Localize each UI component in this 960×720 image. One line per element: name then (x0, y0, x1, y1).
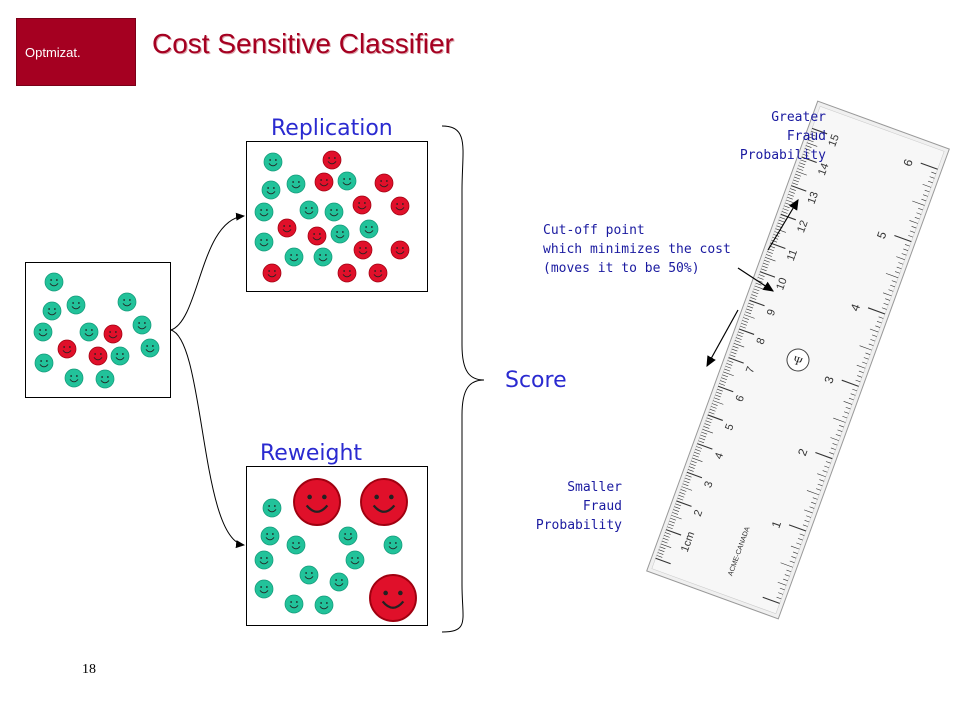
legit-face-icon (345, 550, 365, 570)
ruler-cm-label: 14 (816, 162, 831, 178)
connector-to-replication (170, 212, 245, 331)
arrow-cutoff (737, 267, 775, 292)
ruler-inch-label: 4 (848, 302, 864, 313)
ruler-cm-label: 12 (795, 219, 810, 235)
score-brace (441, 125, 485, 633)
legit-face-icon (299, 200, 319, 220)
legit-face-icon (261, 180, 281, 200)
legit-face-icon (383, 535, 403, 555)
legit-face-icon (33, 322, 53, 342)
legit-face-icon (254, 550, 274, 570)
ruler-cm-label: 6 (734, 394, 747, 404)
replication-label: Replication (271, 116, 393, 141)
ruler-inch-label: 5 (874, 229, 890, 240)
legit-face-icon (284, 247, 304, 267)
legit-face-icon (66, 295, 86, 315)
legit-face-icon (79, 322, 99, 342)
legit-face-icon (34, 353, 54, 373)
legit-face-icon (338, 526, 358, 546)
section-badge: Optmizat. (16, 18, 136, 86)
page-number: 18 (82, 662, 96, 677)
fraud-face-icon (390, 240, 410, 260)
legit-face-icon (260, 526, 280, 546)
fraud-face-icon (390, 196, 410, 216)
legit-face-icon (263, 152, 283, 172)
legit-face-icon (140, 338, 160, 358)
fraud-face-icon (374, 173, 394, 193)
ruler-cm-label: 11 (785, 248, 800, 263)
legit-face-icon (286, 535, 306, 555)
legit-face-icon (299, 565, 319, 585)
fraud-face-icon (262, 263, 282, 283)
ruler-cm-label: 4 (713, 451, 726, 461)
ruler-inch-label: 6 (900, 157, 916, 168)
legit-face-icon (330, 224, 350, 244)
fraud-face-icon (307, 226, 327, 246)
connector-to-reweight (170, 329, 245, 549)
large-fraud-face-icon (369, 574, 417, 622)
arrow-greater (767, 198, 799, 251)
arrow-smaller (706, 309, 739, 368)
ruler-cm-label: 9 (765, 308, 778, 318)
legit-face-icon (262, 498, 282, 518)
fraud-face-icon (368, 263, 388, 283)
legit-face-icon (44, 272, 64, 292)
ruler: 1cm23456789101112131415123456ACME-CANADA… (646, 100, 950, 620)
ruler-inch-label: 2 (795, 446, 811, 457)
ruler-cm-label: 10 (774, 276, 789, 292)
legit-face-icon (359, 219, 379, 239)
ruler-inch-label: 3 (821, 374, 837, 385)
greater-note: Greater Fraud Probability (739, 110, 826, 163)
ruler-cm-label: 8 (754, 336, 767, 346)
legit-face-icon (324, 202, 344, 222)
legit-face-icon (110, 346, 130, 366)
legit-face-icon (284, 594, 304, 614)
legit-face-icon (314, 595, 334, 615)
legit-face-icon (132, 315, 152, 335)
legit-face-icon (254, 232, 274, 252)
legit-face-icon (95, 369, 115, 389)
large-fraud-face-icon (293, 478, 341, 526)
legit-face-icon (286, 174, 306, 194)
ruler-cm-label: 2 (692, 508, 705, 518)
fraud-face-icon (322, 150, 342, 170)
ruler-logo-icon (786, 348, 810, 372)
fraud-face-icon (57, 339, 77, 359)
legit-face-icon (117, 292, 137, 312)
fraud-face-icon (314, 172, 334, 192)
legit-face-icon (64, 368, 84, 388)
legit-face-icon (337, 171, 357, 191)
slide-title: Cost Sensitive Classifier (152, 28, 454, 59)
legit-face-icon (254, 579, 274, 599)
fraud-face-icon (88, 346, 108, 366)
fraud-face-icon (352, 195, 372, 215)
ruler-cm-label: 5 (723, 422, 736, 432)
legit-face-icon (313, 247, 333, 267)
fraud-face-icon (337, 263, 357, 283)
legit-face-icon (254, 202, 274, 222)
ruler-cm-label: 15 (826, 133, 841, 149)
legit-face-icon (329, 572, 349, 592)
section-label: Optmizat. (25, 45, 81, 60)
reweight-label: Reweight (260, 441, 363, 466)
large-fraud-face-icon (360, 478, 408, 526)
smaller-note: Smaller Fraud Probability (535, 480, 622, 533)
ruler-inch-label: 1 (769, 519, 785, 530)
ruler-cm-label: 7 (744, 365, 757, 375)
ruler-cm-label: 13 (806, 190, 821, 206)
ruler-cm-label: 3 (702, 480, 715, 490)
legit-face-icon (42, 301, 62, 321)
fraud-face-icon (353, 240, 373, 260)
fraud-face-icon (103, 324, 123, 344)
fraud-face-icon (277, 218, 297, 238)
cutoff-note: Cut-off point which minimizes the cost (… (543, 223, 731, 276)
score-label: Score (505, 368, 567, 393)
